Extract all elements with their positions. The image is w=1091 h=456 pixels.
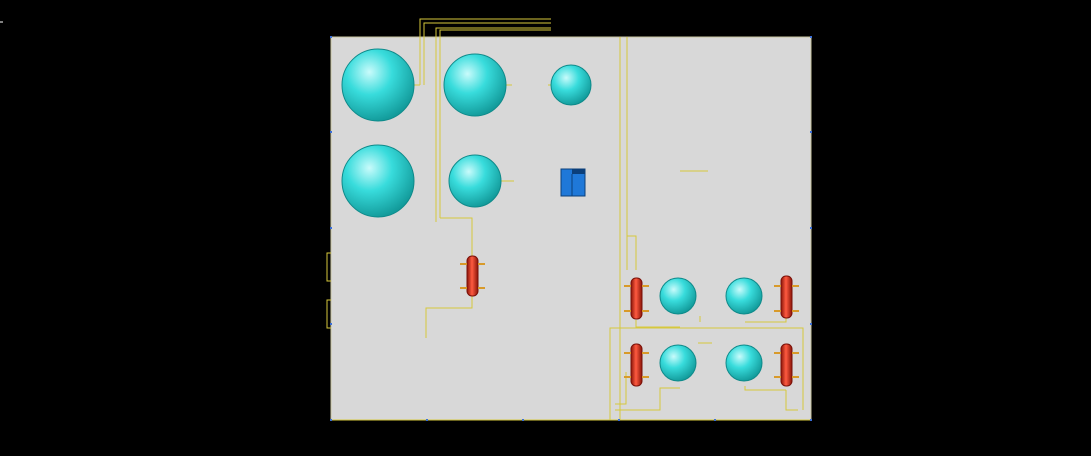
piping	[331, 18, 811, 421]
left-bracket-upper	[326, 252, 331, 282]
tank-small-1	[550, 64, 592, 106]
tank-small-3	[725, 277, 763, 315]
tank-medium-1	[448, 154, 502, 208]
tank-large-2	[443, 53, 507, 117]
pipe-top-1	[419, 18, 551, 85]
tank-small-4	[659, 344, 697, 382]
vessel-3	[774, 275, 799, 319]
vessels	[460, 255, 799, 387]
pipe-top-2	[423, 22, 551, 85]
tanks	[341, 48, 763, 382]
tank-large-1	[341, 48, 415, 122]
tank-small-5	[725, 344, 763, 382]
pipe-top-3	[435, 27, 551, 37]
border-markers	[330, 36, 812, 421]
tank-small-2	[659, 277, 697, 315]
control-cabinet	[560, 168, 586, 197]
pipe-top-4	[439, 29, 551, 37]
vessel-4	[624, 343, 649, 387]
tank-large-3	[341, 144, 415, 218]
left-bracket-lower	[326, 299, 331, 329]
vessel-2	[624, 277, 649, 320]
vessel-5	[774, 343, 799, 387]
vessel-1	[460, 255, 485, 297]
